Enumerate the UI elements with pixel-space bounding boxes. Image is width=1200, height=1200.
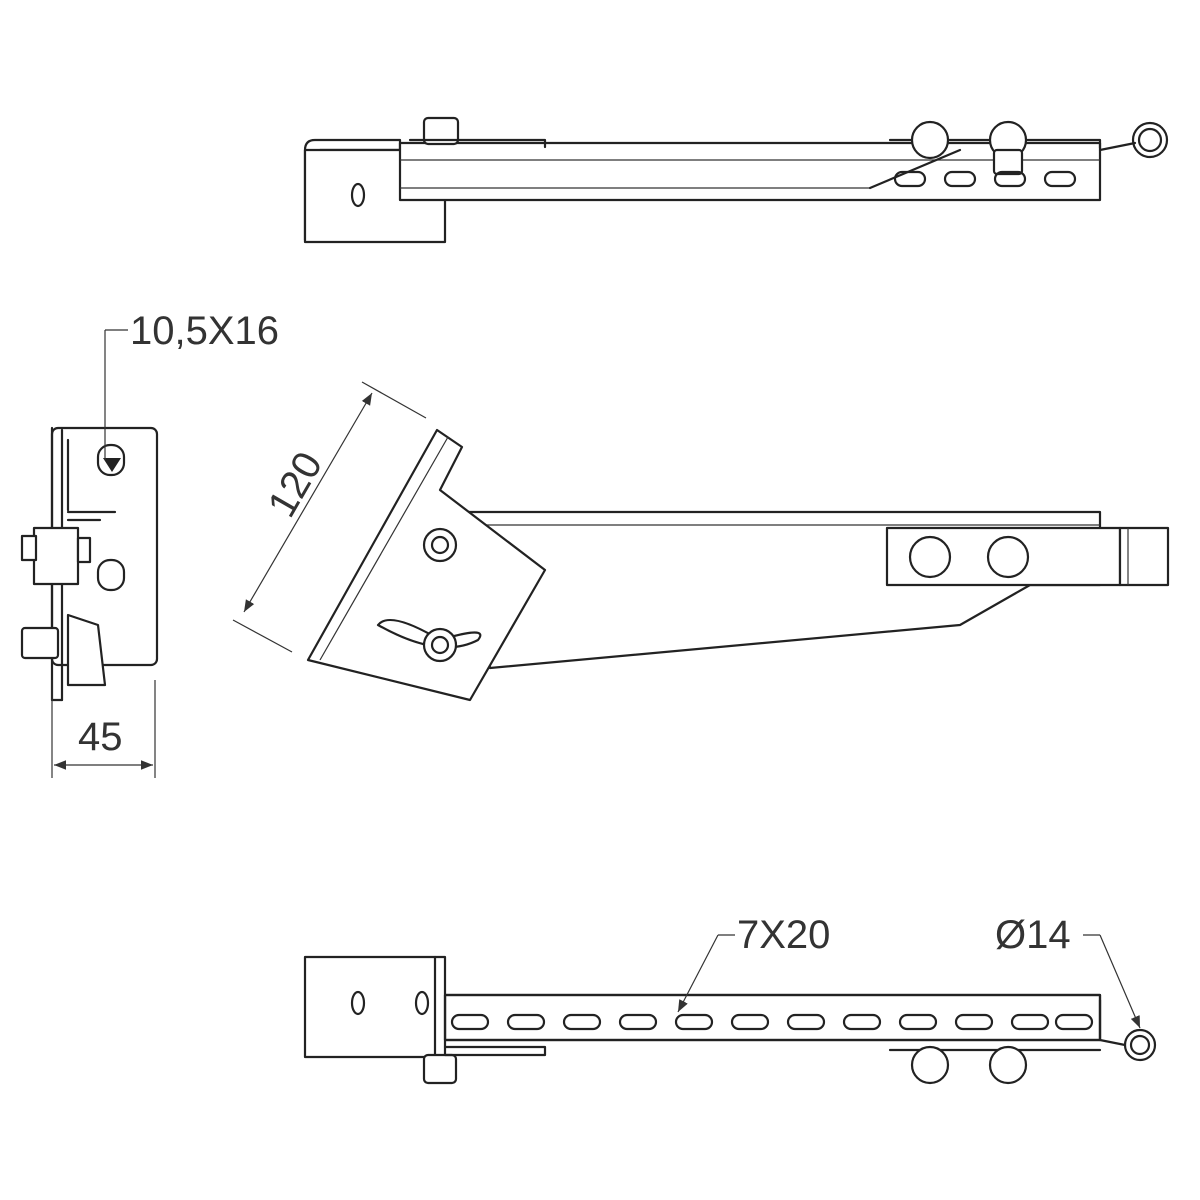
side-clamp: [32, 526, 80, 586]
width-dimension-label: 45: [78, 715, 123, 759]
front-view: 120: [232, 381, 1170, 702]
bottom-slots: [450, 1013, 1094, 1031]
side-slot-hole: [96, 443, 126, 477]
top-arm: [398, 141, 1102, 202]
ring-dimension-label: Ø14: [995, 913, 1071, 957]
bottom-bracket: [303, 955, 447, 1059]
slot-dimension-label: 10,5X16: [130, 309, 279, 353]
top-nut: [422, 116, 460, 146]
top-view: [303, 116, 1169, 244]
top-bracket-hole: [350, 182, 366, 208]
side-nut: [20, 626, 60, 660]
front-mount-plate: [306, 428, 547, 702]
top-ring: [1131, 121, 1169, 159]
front-bolt-2: [422, 627, 458, 663]
bottom-ring: [1123, 1028, 1157, 1062]
top-wheel-1: [910, 120, 950, 160]
side-view: 10,5X16 45: [20, 309, 279, 778]
length-dimension-line: [243, 392, 373, 613]
bottom-view: 7X20 Ø14: [303, 913, 1157, 1085]
slots-dimension-label: 7X20: [737, 913, 830, 957]
length-dimension-label: 120: [260, 445, 331, 525]
front-bolt-1: [422, 527, 458, 563]
top-nut-2: [992, 148, 1024, 176]
